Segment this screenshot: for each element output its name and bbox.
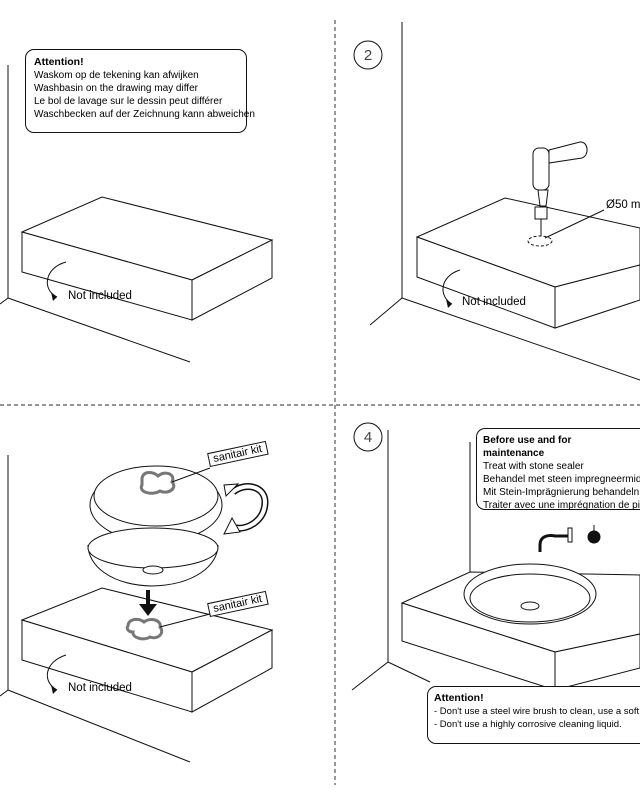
tap-knob-icon <box>587 525 601 544</box>
attention-title: Attention! <box>34 56 84 68</box>
attention-line: Waskom op de tekening kan afwijken <box>34 70 199 81</box>
down-arrow-icon <box>139 590 157 616</box>
maintenance-note: Before use and for maintenance Treat wit… <box>476 428 640 511</box>
attention-note: Attention! Waskom op de tekening kan afw… <box>25 49 255 133</box>
wall-corner-4 <box>351 430 431 691</box>
countertop-3 <box>20 587 274 713</box>
step-number-2: 2 <box>364 47 372 64</box>
panel-2 <box>353 22 640 381</box>
step-4-badge <box>353 422 383 452</box>
drill-icon <box>532 141 588 236</box>
wall-corner <box>0 65 191 363</box>
step-number-4: 4 <box>364 429 372 446</box>
attention-line: Waschbecken auf der Zeichnung kann abwei… <box>34 109 255 120</box>
wall-corner-2 <box>369 22 640 381</box>
attention-line: Le bol de lavage sur le dessin peut diff… <box>34 96 223 107</box>
seal-bottom <box>125 617 164 641</box>
wall-corner-3 <box>0 455 191 763</box>
rotate-arrows-icon <box>223 483 269 535</box>
not-included-label: Not included <box>462 296 526 308</box>
attention-title-2: Attention! <box>434 692 484 704</box>
kit-leader-bottom <box>159 613 211 628</box>
basin-upside-down <box>89 465 223 543</box>
countertop <box>20 196 274 321</box>
attention-line: Washbasin on the drawing may differ <box>34 83 198 94</box>
attention-line-2: - Don't use a steel wire brush to clean,… <box>434 706 640 717</box>
maintenance-line: Traiter avec une imprégnation de pierre <box>483 500 640 511</box>
seal-top <box>139 471 176 495</box>
maintenance-line: Mit Stein-Imprägnierung behandeln <box>483 487 640 498</box>
panel-1 <box>0 65 274 363</box>
maintenance-title: Before use and for maintenance <box>483 435 572 459</box>
attention-note-2: Attention! - Don't use a steel wire brus… <box>427 686 640 744</box>
diameter-leader <box>544 209 605 239</box>
maintenance-line: Behandel met steen impregneermiddel <box>483 474 640 485</box>
maintenance-line: Treat with stone sealer <box>483 461 584 472</box>
basin <box>87 527 219 587</box>
diameter-label: Ø50 m <box>606 199 640 211</box>
panel-3 <box>0 455 274 763</box>
basin-installed <box>463 563 597 625</box>
countertop-2 <box>415 197 640 329</box>
not-included-label: Not included <box>68 682 132 694</box>
attention-line-2: - Don't use a highly corrosive cleaning … <box>434 719 622 730</box>
kit-leader-top <box>171 467 211 483</box>
wall-tap-icon <box>538 527 573 552</box>
not-included-label: Not included <box>68 290 132 302</box>
step-2-badge <box>353 40 383 70</box>
panel-4 <box>351 422 640 691</box>
hole-marker <box>527 235 553 247</box>
